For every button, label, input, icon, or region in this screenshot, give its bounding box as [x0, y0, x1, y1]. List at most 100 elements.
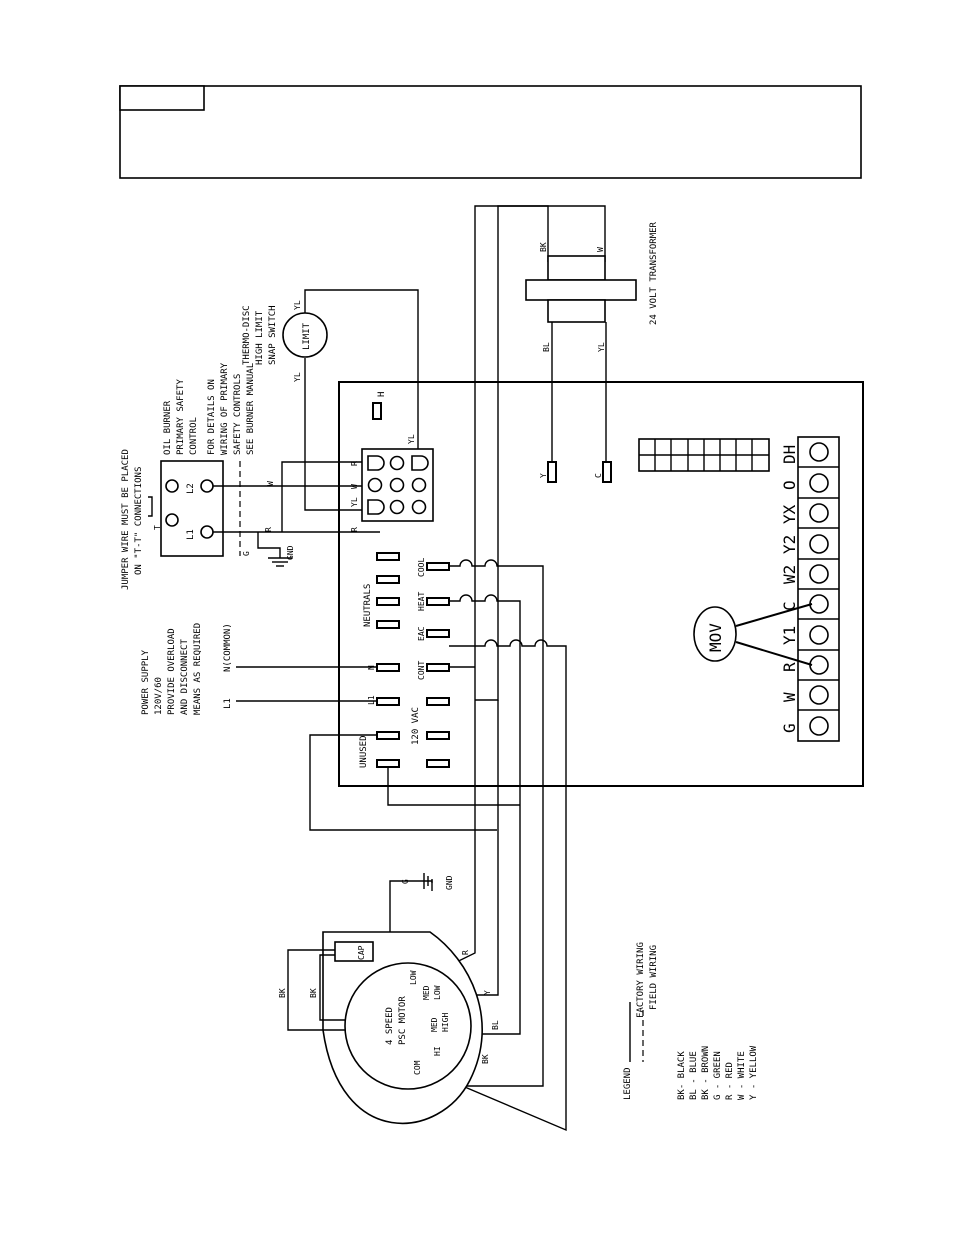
- legend-color-2: BK - BROWN: [701, 1046, 711, 1100]
- legend: LEGEND FACTORY WIRING FIELD WIRING BK- B…: [623, 942, 759, 1100]
- primary-term-l1: L1: [186, 529, 196, 540]
- mov-label: MOV: [706, 623, 725, 652]
- limit-desc-1: THERMO-DISC: [242, 305, 252, 365]
- jumper-note-1: JUMPER WIRE MUST BE PLACED: [121, 449, 131, 590]
- power-desc-4: AND DISCONNECT: [180, 639, 190, 715]
- primary-gnd: GND: [286, 545, 295, 560]
- legend-color-0: BK- BLACK: [677, 1051, 687, 1100]
- limit-switch: LIMIT THERMO-DISC HIGH LIMIT SNAP SWITCH…: [242, 289, 419, 511]
- motor-hi: HI: [433, 1046, 442, 1056]
- motor-med-low-1: MED: [422, 985, 431, 1000]
- transformer-wire-w: W: [596, 247, 605, 252]
- motor-gnd: GND: [445, 875, 454, 890]
- h-label: H: [377, 392, 387, 397]
- primary-wire-r: R: [264, 527, 273, 532]
- motor-low: LOW: [409, 970, 418, 985]
- legend-field: FIELD WIRING: [649, 945, 659, 1010]
- terminal-c-label: C: [780, 601, 799, 611]
- plug-label-yl: YL: [350, 497, 359, 507]
- primary-desc-2: PRIMARY SAFETY: [176, 379, 186, 455]
- motor-com: COM: [413, 1060, 422, 1075]
- transformer-wire-yl: YL: [597, 342, 606, 352]
- legend-title: LEGEND: [623, 1067, 633, 1100]
- legend-color-5: W - WHITE: [737, 1051, 747, 1100]
- terminal-strip: G W R Y1 C W2 Y2 YX O DH: [780, 436, 840, 742]
- plug-label-w: W: [350, 484, 359, 489]
- heat-label: HEAT: [417, 592, 426, 611]
- primary-wire-w: W: [266, 481, 275, 486]
- primary-desc-1: OIL BURNER: [163, 400, 173, 455]
- primary-control: L2 L1 W R G GND OIL BURNER PRIMARY SAFET…: [160, 362, 380, 567]
- unused-label: UNUSED: [359, 735, 369, 768]
- motor-wire-r: R: [461, 950, 470, 955]
- limit-wire-bottom: YL: [293, 372, 302, 382]
- psc-motor: CAP BK BK 4 SPEED PSC MOTOR LOW MED LOW …: [278, 873, 483, 1124]
- mov-component: MOV: [693, 603, 813, 666]
- terminal-y1-label: Y1: [780, 626, 799, 645]
- motor-med-high-1: MED: [430, 1017, 439, 1032]
- legend-color-6: Y - YELLOW: [749, 1045, 759, 1100]
- legend-color-4: R - RED: [725, 1062, 735, 1100]
- power-desc-3: PROVIDE OVERLOAD: [167, 628, 177, 715]
- terminal-r-label: R: [780, 662, 799, 672]
- motor-wire-bk-1: BK: [278, 988, 287, 998]
- motor-wire-bl: BL: [491, 1020, 500, 1030]
- primary-desc-7: SEE BURNER MANUAL: [246, 363, 256, 455]
- cont-label: CONT: [417, 661, 426, 680]
- jumper-tt: T: [153, 525, 162, 530]
- cap-label: CAP: [357, 945, 366, 960]
- motor-wire-g: G: [401, 879, 410, 884]
- primary-desc-5: WIRING OF PRIMARY: [220, 362, 230, 455]
- motor-wire-y: Y: [483, 990, 492, 995]
- neutrals-label: NEUTRALS: [363, 584, 373, 627]
- transformer: 24 VOLT TRANSFORMER BK W BL YL Y C: [474, 205, 659, 701]
- limit-desc-3: SNAP SWITCH: [268, 305, 278, 365]
- motor-med-high-2: HIGH: [441, 1013, 450, 1032]
- motor-wire-bk-2: BK: [309, 988, 318, 998]
- primary-desc-6: SAFETY CONTROLS: [233, 374, 243, 455]
- transformer-wire-bl: BL: [542, 342, 551, 352]
- motor-med-low-2: LOW: [433, 985, 442, 1000]
- terminal-c-label: C: [594, 473, 603, 478]
- power-desc-1: POWER SUPPLY: [141, 649, 151, 715]
- limit-desc-2: HIGH LIMIT: [255, 310, 265, 365]
- plug-label-yl-top: YL: [407, 434, 416, 444]
- jumper-note: JUMPER WIRE MUST BE PLACED ON "T-T" CONN…: [121, 449, 162, 590]
- primary-term-l2: L2: [186, 483, 196, 494]
- primary-desc-3: CONTROL: [189, 417, 199, 455]
- primary-desc-4: FOR DETAILS ON: [207, 379, 217, 455]
- power-n: N(COMMON): [223, 623, 233, 672]
- legend-factory: FACTORY WIRING: [636, 942, 646, 1018]
- motor-title-1: 4 SPEED: [385, 1007, 395, 1045]
- primary-wire-g: G: [242, 551, 251, 556]
- terminal-y-label: Y: [539, 473, 548, 478]
- relay-block: [638, 438, 770, 472]
- power-desc-2: 120V/60: [154, 677, 164, 715]
- limit-wire-top: YL: [293, 300, 302, 310]
- transformer-label: 24 VOLT TRANSFORMER: [649, 221, 659, 325]
- jumper-note-2: ON "T-T" CONNECTIONS: [134, 467, 144, 575]
- legend-color-1: BL - BLUE: [689, 1051, 699, 1100]
- header-box: [119, 85, 862, 179]
- motor-wire-bk: BK: [481, 1054, 490, 1064]
- terminal-y2-label: Y2: [780, 535, 799, 554]
- terminal-yx-label: YX: [780, 504, 799, 524]
- vac-label: 120 VAC: [411, 707, 421, 745]
- terminal-g-label: G: [780, 723, 799, 733]
- eac-label: EAC: [417, 626, 426, 641]
- plug-label-r2: R: [350, 527, 359, 532]
- terminal-w2-label: W2: [780, 565, 799, 584]
- legend-color-3: G - GREEN: [713, 1051, 723, 1100]
- transformer-wire-bk: BK: [539, 242, 548, 252]
- motor-title-2: PSC MOTOR: [398, 996, 408, 1045]
- power-desc-5: MEANS AS REQUIRED: [193, 623, 203, 715]
- plug-connector: R W YL R YL: [350, 434, 434, 532]
- l1-terminal-label: L1: [367, 695, 376, 705]
- limit-label: LIMIT: [302, 322, 312, 350]
- terminal-w-label: W: [780, 692, 799, 702]
- cool-label: COOL: [417, 558, 426, 577]
- control-board: R W YL R YL H NEUTRALS N L1 UNUSED COOL …: [338, 381, 864, 787]
- power-supply: N(COMMON) L1 POWER SUPPLY 120V/60 PROVID…: [141, 623, 377, 715]
- plug-label-r: R: [350, 461, 359, 466]
